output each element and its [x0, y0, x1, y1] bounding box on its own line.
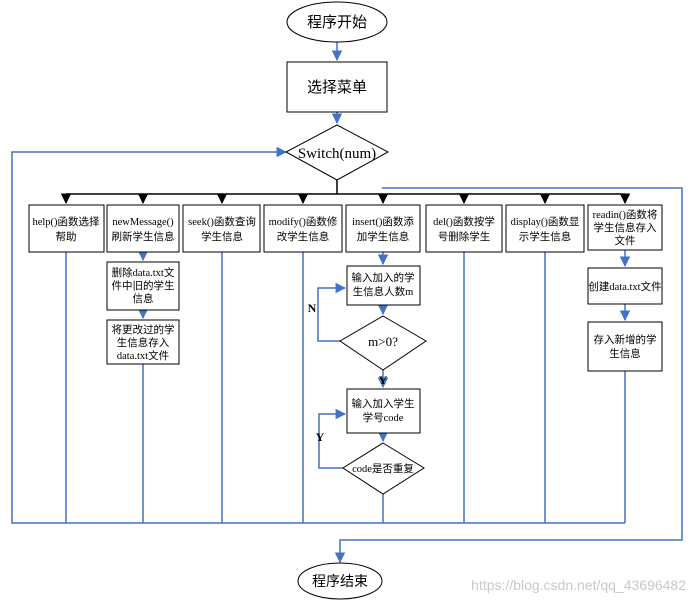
watermark-text: https://blog.csdn.net/qq_43696482 [471, 577, 686, 593]
switch-label: Switch(num) [298, 146, 376, 162]
input-count-node: 输入加入的学 生信息人数m [346, 265, 421, 306]
insert-label-line-2: 加学生信息 [357, 230, 410, 243]
save-changed-label-line-2: 生信息存入 [117, 336, 170, 349]
save-new-node: 存入新增的学 生信息 [587, 321, 663, 372]
newmessage-node: newMessage() 刷新学生信息 [106, 204, 180, 253]
label-y-code: Y [316, 430, 325, 444]
check-m-node: m>0? [339, 315, 427, 371]
save-new-label-line-1: 存入新增的学 [594, 333, 657, 346]
check-code-label: code是否重复 [352, 462, 414, 475]
help-label-line-2: 帮助 [56, 230, 77, 243]
loop-n-back [317, 282, 347, 342]
loop-y-back [318, 408, 347, 469]
label-n: N [308, 301, 317, 315]
insert-node: insert()函数添 加学生信息 [345, 204, 421, 253]
modify-node: modify()函数修 改学生信息 [263, 204, 343, 253]
save-changed-label-line-1: 将更改过的学 [112, 323, 175, 336]
help-label-line-1: help()函数选择 [32, 215, 100, 228]
input-count-label-line-1: 输入加入的学 [352, 271, 415, 284]
input-count-label-line-2: 生信息人数m [353, 285, 414, 298]
save-changed-label-line-3: data.txt文件 [117, 349, 169, 362]
readin-node: readin()函数将 学生信息存入 文件 [587, 204, 663, 251]
del-label-line-2: 号删除学生 [438, 230, 491, 243]
start-node: 程序开始 [286, 1, 388, 43]
modify-label-line-1: modify()函数修 [269, 215, 338, 228]
input-code-label-line-1: 输入加入学生 [352, 397, 415, 410]
modify-label-line-2: 改学生信息 [277, 230, 330, 243]
end-node: 程序结束 [297, 562, 383, 600]
save-new-label-line-2: 生信息 [609, 347, 641, 360]
display-label-line-2: 示学生信息 [519, 230, 572, 243]
menu-label: 选择菜单 [307, 79, 367, 96]
readin-label-line-3: 文件 [615, 234, 636, 247]
del-label-line-1: del()函数按学 [433, 215, 495, 228]
readin-label-line-1: readin()函数将 [593, 208, 658, 221]
help-node: help()函数选择 帮助 [28, 204, 105, 253]
seek-label-line-1: seek()函数查询 [188, 215, 256, 228]
connectors [11, 42, 683, 564]
delete-data-label-line-2: 件中旧的学生 [112, 279, 175, 292]
check-m-label: m>0? [368, 334, 398, 349]
check-code-node: code是否重复 [342, 442, 425, 495]
delete-data-label-line-1: 删除data.txt文 [112, 266, 175, 279]
delete-data-node: 删除data.txt文 件中旧的学生 信息 [106, 261, 180, 311]
save-changed-node: 将更改过的学 生信息存入 data.txt文件 [106, 319, 180, 365]
path-to-end [334, 187, 683, 564]
newmessage-label-line-1: newMessage() [112, 217, 174, 228]
input-code-label-line-2: 学号code [363, 411, 404, 424]
del-node: del()函数按学 号删除学生 [425, 204, 503, 253]
start-label: 程序开始 [307, 14, 367, 31]
delete-data-label-line-3: 信息 [133, 292, 154, 305]
loop-back-to-switch [11, 146, 288, 524]
end-label: 程序结束 [312, 574, 368, 590]
newmessage-label-line-2: 刷新学生信息 [112, 230, 175, 243]
seek-node: seek()函数查询 学生信息 [182, 204, 261, 253]
readin-label-line-2: 学生信息存入 [594, 221, 657, 234]
seek-label-line-2: 学生信息 [201, 230, 243, 243]
switch-node: Switch(num) [284, 124, 390, 181]
input-code-node: 输入加入学生 学号code [346, 388, 421, 434]
insert-label-line-1: insert()函数添 [352, 215, 414, 228]
branch-connectors [60, 180, 631, 205]
display-node: display()函数显 示学生信息 [505, 204, 585, 253]
label-y-m: Y [379, 373, 388, 387]
menu-node: 选择菜单 [286, 61, 388, 113]
display-label-line-1: display()函数显 [511, 215, 580, 228]
create-file-node: 创建data.txt文件 [587, 267, 663, 305]
create-file-label: 创建data.txt文件 [588, 280, 661, 293]
